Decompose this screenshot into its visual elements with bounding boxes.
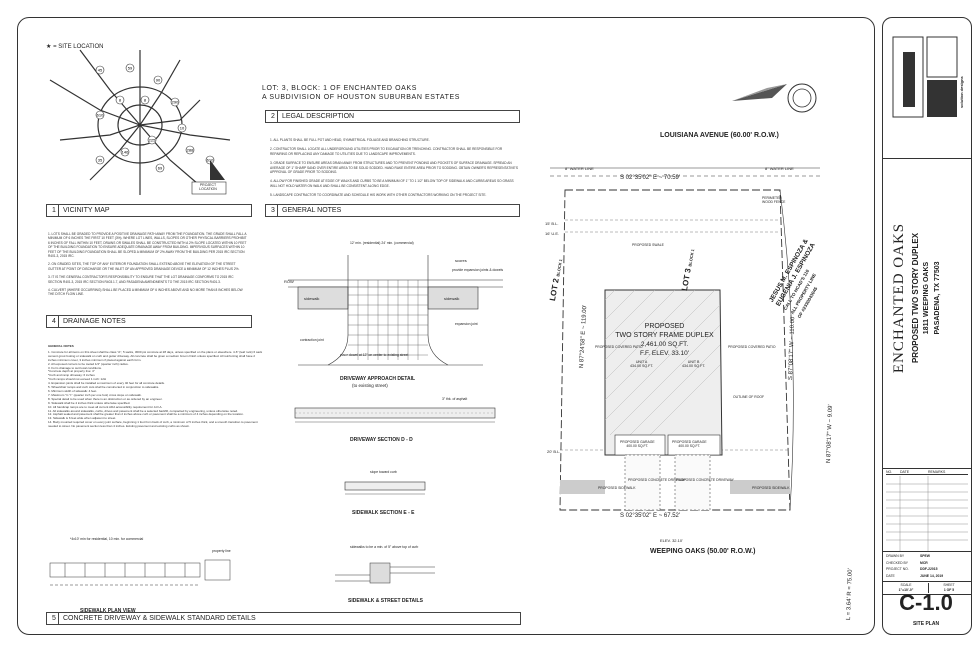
patio-left-label: PROPOSED COVERED PATIO: [595, 345, 643, 349]
sidewalk-street-title: SIDEWALK & STREET DETAILS: [348, 598, 423, 604]
project-name: ENCHANTED OAKS: [891, 222, 907, 374]
sidewalk-section-detail: [344, 481, 426, 495]
highway-label: 59: [128, 66, 133, 71]
project-address-1: 1811 WEEPING OAKS: [923, 261, 930, 335]
sheet-count-info: SHEET 1 OF 5: [928, 583, 969, 593]
sidewalk-plan-title: SIDEWALK PLAN VIEW: [80, 608, 136, 614]
expansion-joint-label: expansion joint: [455, 322, 478, 326]
driveway-approach-subtitle: (to existing street): [352, 383, 388, 388]
highway-label: 90: [156, 78, 161, 83]
site-location-label: = SITE LOCATION: [53, 44, 104, 50]
site-plan-drawing: [550, 167, 820, 511]
project-address-2: PASADENA, TX 77503: [934, 261, 941, 335]
general-notes: GENERAL NOTES 1. Concrete for all items …: [48, 344, 263, 429]
sidewalk-left-label: PROPOSED SIDEWALK: [598, 486, 636, 490]
slope-label: slope toward curb: [370, 470, 397, 474]
highway-label: 45: [98, 68, 103, 73]
sidewalk-section-title: SIDEWALK SECTION E - E: [352, 510, 415, 516]
width-note: 12' min. (residential) 24' min. (commerc…: [350, 241, 414, 245]
highway-label: 69: [158, 166, 163, 171]
revision-table-header: NO. DATE REMARKS: [886, 470, 968, 475]
title-block: solution designs ENCHANTED OAKS PROPOSED…: [882, 17, 972, 635]
highway-label: 225: [149, 138, 156, 143]
sheet-number: C-1.0: [899, 590, 953, 615]
sidewalk-label-right: sidewalk: [444, 296, 460, 301]
bl-bottom-label: 20' B.L.: [547, 449, 561, 454]
highway-label: 146: [122, 150, 129, 155]
contraction-joint-label: contraction joint: [300, 338, 324, 342]
driveway-section-title: DRIVEWAY SECTION D - D: [350, 437, 413, 443]
star-icon: ★: [46, 44, 52, 50]
street-bottom: WEEPING OAKS (50.00' R.O.W.): [650, 548, 756, 555]
water-line-right: 8" WATER LINE: [765, 166, 794, 171]
driveway-pavement-note: place dowel at 12" on center to existing…: [340, 353, 409, 357]
highway-label: 610: [207, 158, 214, 163]
north-arrow-icon: [732, 83, 817, 113]
sidewalk-plan-view: [49, 559, 231, 586]
property-line-label: property line: [212, 549, 231, 553]
sidewalk-label-left: sidewalk: [304, 296, 320, 301]
driveway-section-detail: [294, 407, 496, 423]
water-line-left: 8" WATER LINE: [565, 166, 594, 171]
row-label: ROW: [284, 279, 294, 284]
firm-logo: [892, 36, 958, 118]
driveway-approach-title: DRIVEWAY APPROACH DETAIL: [340, 376, 416, 382]
fence-label: PERIMETER WOOD FENCE: [762, 196, 786, 204]
drainage-notes: 1. LOTS SHALL BE GRADED TO PROVIDE A POS…: [48, 232, 247, 297]
highway-label: 8: [119, 98, 122, 103]
bearing-bottom: S 02°35'02" E ~ 67.52': [620, 513, 681, 519]
bearing-top: S 02°35'02" E ~ 70.59': [620, 175, 681, 181]
project-description: PROPOSED TWO STORY DUPLEX: [911, 232, 920, 364]
patio-right-label: PROPOSED COVERED PATIO: [728, 345, 776, 349]
sidewalk-street-detail: [335, 562, 435, 584]
curb-note: sidewalks to be a min. of 5" above top o…: [350, 545, 419, 549]
sheet-name: SITE PLAN: [912, 621, 940, 627]
asphalt-note: 3" thk. of asphalt: [442, 397, 468, 401]
revision-table-grid: [886, 476, 968, 551]
scale-info: SCALE 1"=10'-0": [898, 583, 914, 592]
highway-label: 10: [180, 126, 185, 131]
sidewalk-right-label: PROPOSED SIDEWALK: [752, 486, 790, 490]
project-location-label: PROJECT LOCATION: [199, 183, 217, 191]
street-top: LOUISIANA AVENUE (60.00' R.O.W.): [660, 132, 779, 139]
legal-notes: 1. ALL PLANTS SHALL BE FULL POT AND HEAD…: [270, 138, 519, 198]
drive-left-label: PROPOSED CONCRETE DRIVEWAY: [628, 478, 686, 482]
lot-title: LOT: 3, BLOCK: 1 OF ENCHANTED OAKS A SUB…: [262, 85, 461, 101]
highway-label: 288: [187, 148, 194, 153]
driveway-approach-detail: [288, 255, 503, 366]
logo-text: solution designs: [959, 76, 964, 108]
outline-roof-label: OUTLINE OF ROOF: [733, 395, 765, 399]
highway-label: 290: [172, 100, 179, 105]
swale-label: PROPOSED SWALE: [632, 243, 664, 247]
highway-label: 610: [97, 113, 104, 118]
bl-label: 15' B.L.: [545, 221, 559, 226]
drive-right-label: PROPOSED CONCRETE DRIVEWAY: [676, 478, 734, 482]
dowel-note: provide expansion joints & dowels: [452, 268, 504, 272]
highway-label: 35: [98, 158, 103, 163]
drawing-border: [17, 17, 875, 635]
building-label: PROPOSED TWO STORY FRAME DUPLEX 2,461.00…: [615, 323, 714, 357]
sidewalk-plan-note: *4x10' min for residential, 10 min. for …: [70, 537, 144, 541]
scores-label: scores: [455, 258, 467, 263]
vicinity-map: 45 59 90 290 610 8 10 225 146 69 288 35 8 610: [49, 49, 231, 195]
highway-label: 8: [144, 98, 147, 103]
elevation-bottom: ELEV. 32.10': [660, 538, 683, 543]
ue-label: 16' U.E.: [545, 231, 560, 236]
site-marker-icon: [210, 160, 225, 180]
